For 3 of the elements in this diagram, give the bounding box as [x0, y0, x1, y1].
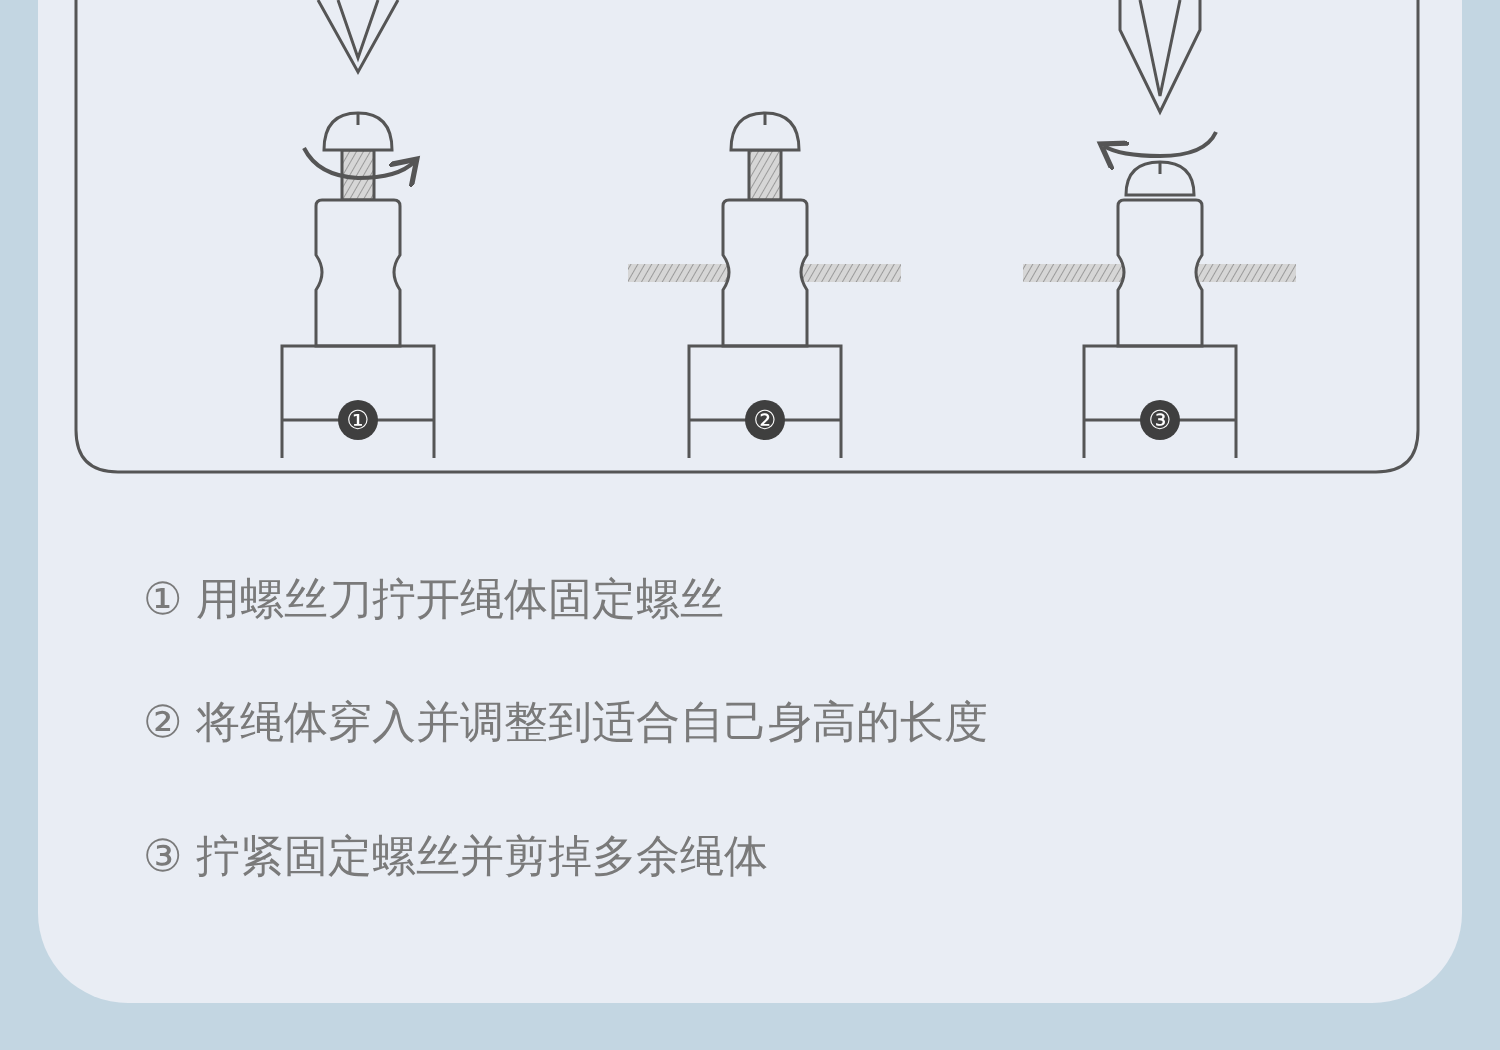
instruction-text: ① 用螺丝刀拧开绳体固定螺丝: [143, 572, 725, 626]
instruction-text: ② 将绳体穿入并调整到适合自己身高的长度: [143, 695, 989, 749]
instruction-text: ③ 拧紧固定螺丝并剪掉多余绳体: [143, 829, 769, 883]
